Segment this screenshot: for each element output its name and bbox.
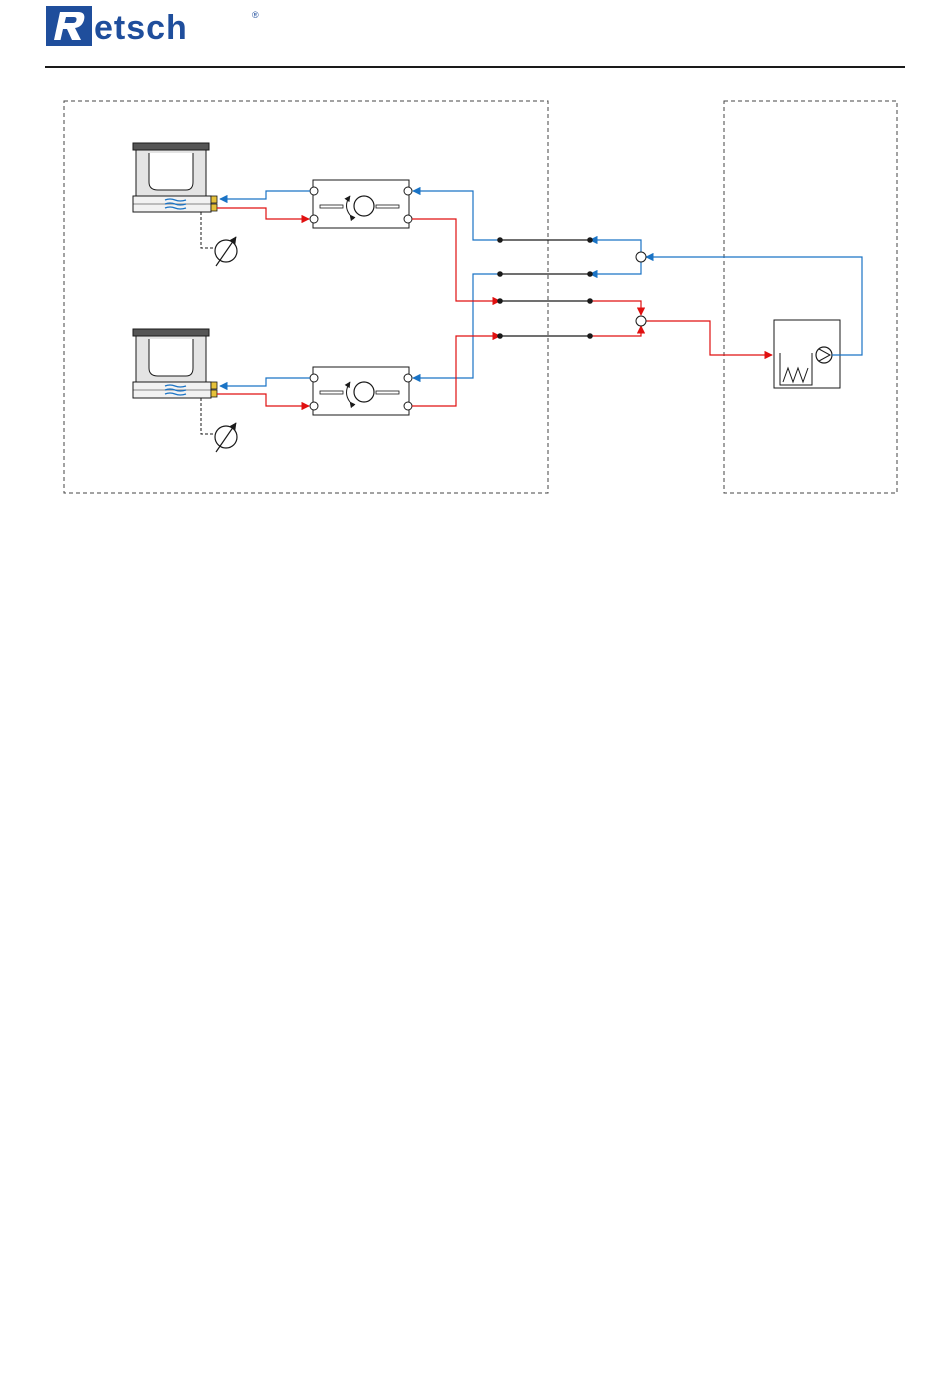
valve-icon (310, 367, 412, 415)
supply-junction (636, 252, 646, 262)
jar-holder-icon (133, 143, 217, 212)
cooling-circuit-diagram (0, 0, 950, 520)
chiller-pump-icon (774, 320, 840, 388)
return-junction (636, 316, 646, 326)
jar-holder-icon (133, 329, 217, 398)
return-lines (217, 208, 772, 406)
chiller-boundary (724, 101, 897, 493)
gauge-icon (201, 398, 237, 452)
valve-icon (310, 180, 412, 228)
connection-links (498, 238, 592, 338)
gauge-icon (201, 212, 237, 266)
